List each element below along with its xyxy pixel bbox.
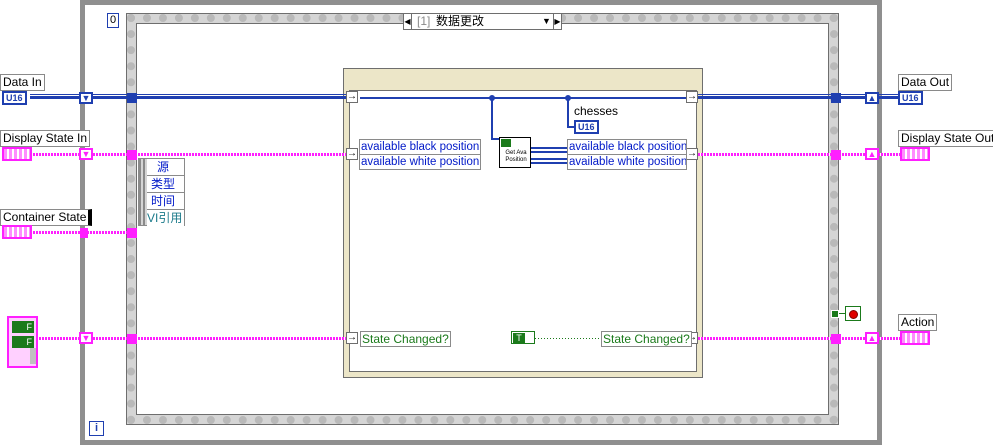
while-loop-top-border [80, 0, 882, 5]
container-state-tunnel[interactable] [80, 228, 88, 238]
bool-constant-1[interactable]: F [12, 321, 34, 333]
event-tunnel-data-right[interactable] [831, 93, 841, 103]
ipe-left-action[interactable]: → [346, 332, 358, 344]
shift-register-left-display[interactable]: ▼ [79, 148, 93, 160]
data-in-terminal[interactable]: U16 [2, 91, 27, 105]
stop-tunnel[interactable] [831, 310, 839, 318]
unbundle-field-black[interactable]: available black position [360, 140, 480, 155]
bool-cluster-constant[interactable]: F F [7, 316, 38, 368]
event-data-item-source[interactable]: 源 [147, 159, 184, 176]
display-state-out-wire[interactable] [698, 153, 900, 156]
event-tunnel-action-left[interactable] [127, 334, 137, 344]
data-out-wire-top [698, 94, 900, 95]
subvi-label-1: Get Ava [505, 150, 527, 156]
shift-register-left-action[interactable]: ▼ [79, 332, 93, 344]
shift-register-right-data[interactable]: ▲ [865, 92, 879, 104]
bool-constant-2-value: F [26, 337, 33, 347]
subvi-out-wire-4[interactable] [531, 162, 569, 164]
bundle-field-white[interactable]: available white position [568, 155, 687, 169]
event-tunnel-action-right[interactable] [831, 334, 841, 344]
case-name: 数据更改 [436, 14, 485, 28]
event-tunnel-container-left[interactable] [127, 228, 137, 238]
event-tunnel-display-left[interactable] [127, 150, 137, 160]
bool-cluster-wire[interactable] [36, 337, 350, 340]
branch-wire-to-subvi-h [491, 138, 503, 140]
wire-junction-dot [565, 95, 571, 101]
display-state-in-wire[interactable] [30, 153, 350, 156]
subvi-out-wire-2[interactable] [531, 151, 569, 153]
in-place-element-inner [349, 90, 697, 372]
display-state-out-label: Display State Out [898, 130, 993, 147]
subvi-out-wire-3[interactable] [531, 158, 569, 160]
branch-wire-to-subvi[interactable] [491, 98, 493, 138]
container-state-terminal[interactable] [2, 225, 32, 239]
display-state-in-label: Display State In [0, 130, 91, 147]
case-index-box[interactable]: 0 [107, 13, 119, 28]
display-state-in-terminal[interactable] [2, 147, 32, 161]
chesses-label: chesses [574, 104, 619, 118]
case-index-label: 0 [109, 14, 117, 26]
display-state-out-terminal[interactable] [900, 147, 930, 161]
data-out-terminal[interactable]: U16 [898, 91, 923, 105]
state-changed-right[interactable]: State Changed? [601, 331, 692, 347]
true-constant-value: T [513, 333, 525, 343]
container-state-label: Container State [0, 209, 93, 226]
chevron-down-icon[interactable]: ▼ [542, 16, 551, 26]
get-available-position-subvi[interactable]: Get Ava Position [499, 137, 531, 168]
data-in-wire-top [30, 94, 350, 95]
stop-wire [836, 313, 846, 314]
data-in-wire[interactable] [30, 96, 350, 99]
action-terminal[interactable] [900, 331, 930, 345]
info-icon-glyph: i [94, 422, 99, 434]
stop-button-icon[interactable] [845, 306, 861, 321]
case-prev-arrow[interactable]: ◀ [404, 14, 412, 29]
shift-register-right-action[interactable]: ▲ [865, 332, 879, 344]
event-data-node[interactable]: 源 类型 时间 VI引用 [138, 158, 185, 226]
subvi-label-2: Position [505, 157, 527, 163]
ipe-internal-wire[interactable] [360, 97, 686, 99]
bool-constant-2[interactable]: F [12, 336, 34, 348]
case-selector[interactable]: ◀ [1] 数据更改 ▼ ▶ [403, 13, 562, 30]
data-in-label: Data In [0, 74, 45, 91]
chesses-indicator[interactable]: U16 [574, 120, 599, 134]
chesses-type: U16 [578, 122, 595, 132]
branch-wire-to-chesses[interactable] [567, 98, 569, 126]
shift-register-left-data[interactable]: ▼ [79, 92, 93, 104]
case-number: [1] [417, 14, 431, 28]
data-out-wire[interactable] [698, 96, 900, 99]
event-data-node-bar [139, 159, 147, 225]
bundle-by-name-right[interactable]: available black position available white… [567, 139, 687, 170]
event-data-item-time[interactable]: 时间 [147, 193, 184, 210]
case-next-arrow[interactable]: ▶ [553, 14, 561, 29]
bool-cluster-scroll [30, 348, 36, 364]
unbundle-by-name-left[interactable]: available black position available white… [359, 139, 481, 170]
subvi-out-wire-1[interactable] [531, 147, 569, 149]
stop-circle [849, 310, 858, 319]
event-data-item-type[interactable]: 类型 [147, 176, 184, 193]
data-in-type: U16 [6, 93, 23, 103]
unbundle-field-white[interactable]: available white position [360, 155, 480, 169]
ipe-unbundle-left-data[interactable]: → [346, 91, 358, 103]
ipe-bundle-right-display[interactable]: → [686, 148, 698, 160]
event-data-item-vi-ref[interactable]: VI引用 [147, 210, 184, 226]
data-out-type: U16 [902, 93, 919, 103]
bundle-field-black[interactable]: available black position [568, 140, 687, 155]
action-label: Action [898, 314, 938, 331]
event-tunnel-data-left[interactable] [127, 93, 137, 103]
boolean-wire[interactable] [535, 338, 603, 339]
action-wire[interactable] [698, 337, 900, 340]
shift-register-right-display[interactable]: ▲ [865, 148, 879, 160]
branch-wire-to-chesses-h [567, 126, 575, 128]
true-constant[interactable]: T [511, 331, 535, 344]
event-tunnel-display-right[interactable] [831, 150, 841, 160]
state-changed-left[interactable]: State Changed? [360, 331, 451, 347]
info-icon[interactable]: i [89, 421, 104, 436]
bool-constant-1-value: F [26, 322, 33, 332]
wire-junction-dot [489, 95, 495, 101]
ipe-unbundle-right-data[interactable]: → [686, 91, 698, 103]
data-out-label: Data Out [898, 74, 953, 91]
ipe-bundle-left-display[interactable]: → [346, 148, 358, 160]
subvi-icon-grid [501, 139, 511, 147]
